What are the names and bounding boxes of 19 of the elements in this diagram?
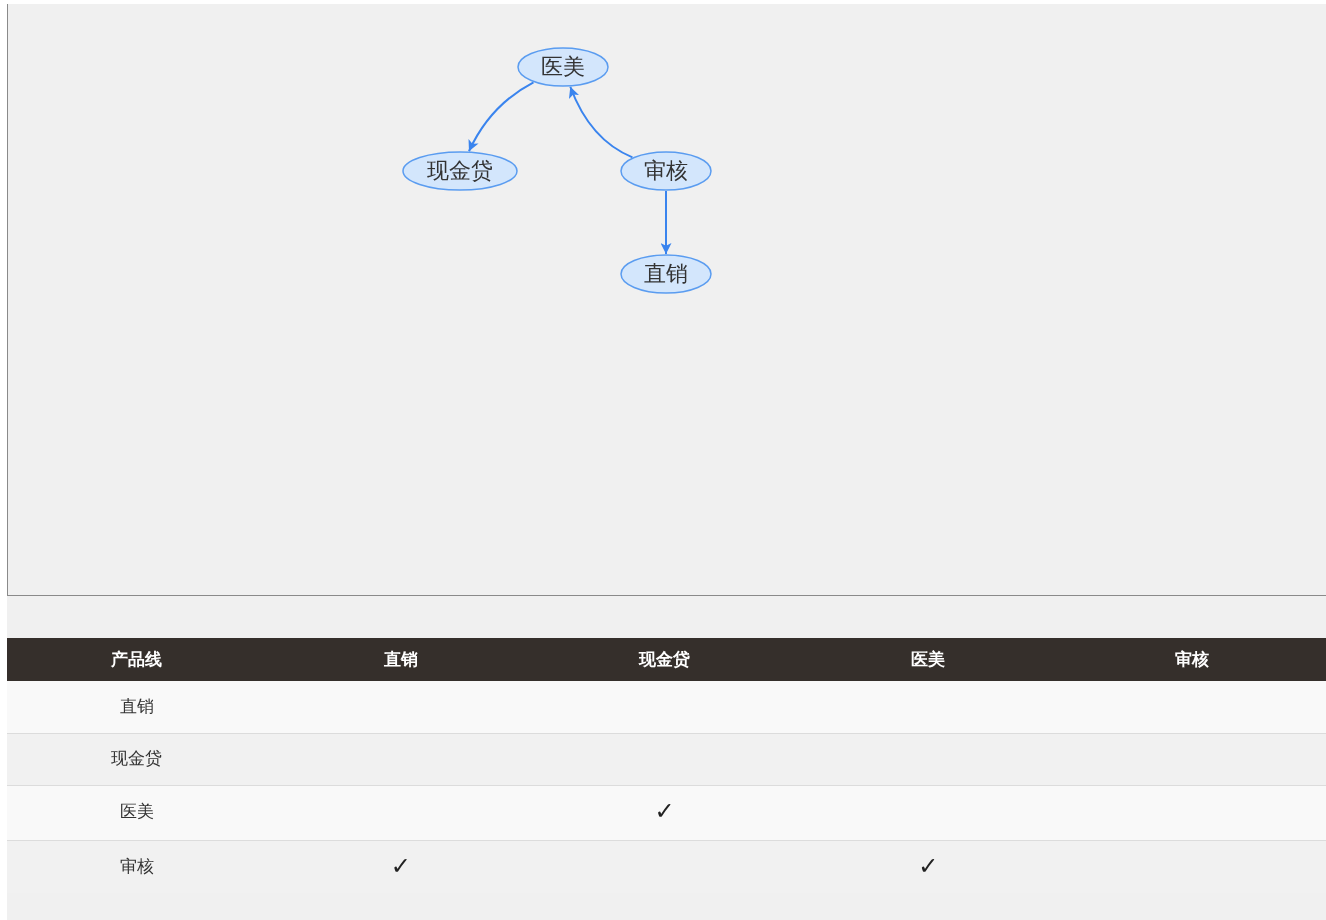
arrow xyxy=(569,85,634,159)
column-header: 产品线 xyxy=(111,650,163,668)
column-header: 审核 xyxy=(1175,650,1210,668)
check-mark: ✓ xyxy=(654,799,675,823)
row-label: 现金贷 xyxy=(111,749,163,767)
arrow xyxy=(660,190,672,255)
ellipse-node: 现金贷 xyxy=(402,151,518,191)
column-header: 现金贷 xyxy=(639,650,690,668)
column-header: 医美 xyxy=(911,650,946,668)
row-label: 直销 xyxy=(119,697,154,715)
check-mark: ✓ xyxy=(918,854,939,878)
ellipse-node: 直销 xyxy=(620,254,712,294)
row-label: 审核 xyxy=(119,857,154,875)
ellipse-node: 医美 xyxy=(517,47,609,87)
ellipse-node: 审核 xyxy=(620,151,712,191)
row-label: 医美 xyxy=(119,802,154,820)
column-header: 直销 xyxy=(383,650,418,668)
arrow xyxy=(468,81,535,153)
check-mark: ✓ xyxy=(390,854,411,878)
